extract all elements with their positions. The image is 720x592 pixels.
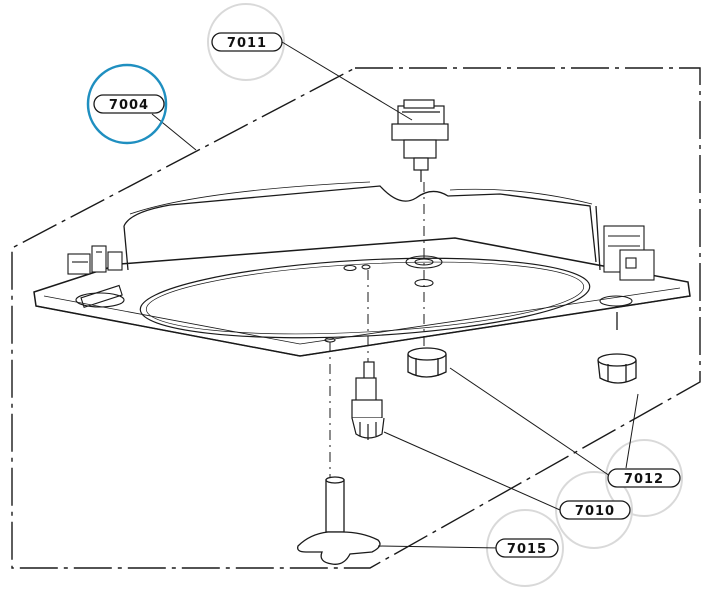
right-electronics [603,225,655,281]
base-plate [33,237,691,357]
faint-ring-7011 [207,3,285,81]
faint-ring-7012 [605,439,683,517]
callout-7012: 7012 [607,468,681,488]
base-plate-inner-edge [43,287,681,345]
callout-7011: 7011 [211,32,283,52]
callout-7004: 7004 [93,94,165,114]
callout-7010-text: 7010 [575,504,615,519]
assembly-boundary [11,67,701,569]
callout-7015: 7015 [495,538,559,558]
part-7010-valve [351,361,385,440]
part-7011-connector [391,99,449,182]
housing-top-rim [129,181,593,215]
part-7012-cap-left [407,347,447,378]
faint-ring-7010 [555,471,633,549]
callout-7004-text: 7004 [109,98,149,113]
axis-lines [329,182,425,478]
base-plate-edge [35,295,691,357]
callout-7015-text: 7015 [507,542,547,557]
callout-7010: 7010 [559,500,631,520]
highlight-ring-7004 [86,63,168,145]
leader-lines [151,41,639,549]
part-7012-cap-right [597,312,637,384]
callout-7012-text: 7012 [624,472,664,487]
left-electronics [67,245,123,275]
plate-opening-inner [145,261,585,335]
callout-7011-text: 7011 [227,36,267,51]
housing-wall [123,185,601,271]
part-7015-knob [297,476,381,565]
plate-opening [139,257,591,339]
